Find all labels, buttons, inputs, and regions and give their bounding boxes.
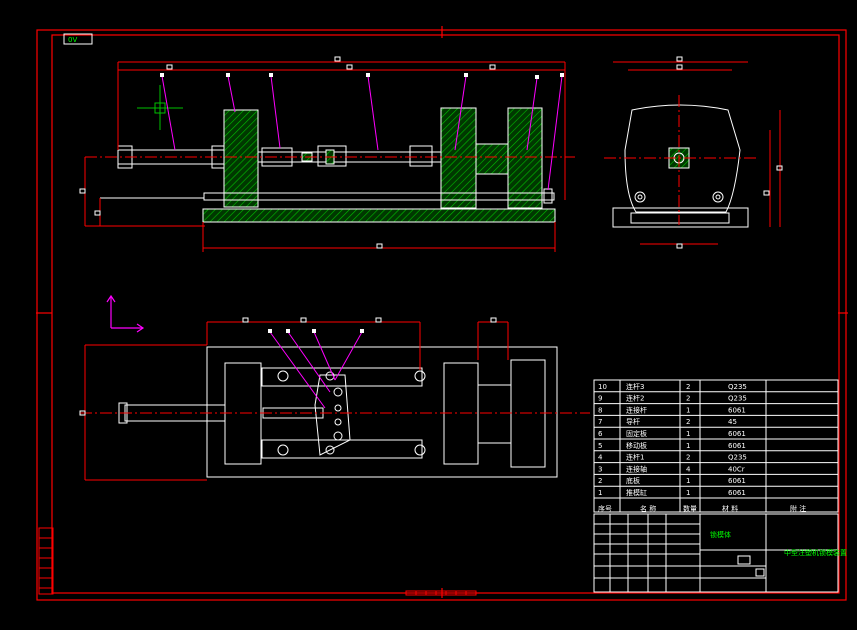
- drawing-title: 中型注塑机锁模装置: [784, 548, 847, 557]
- bottom-scale-bar: [405, 590, 477, 596]
- corner-tag: 0V: [63, 33, 93, 45]
- right-fixed-plate: [507, 107, 543, 209]
- bom-row-name: 连杆3: [626, 382, 644, 391]
- bom-row-material: 45: [728, 418, 737, 426]
- bom-header-note: 附 注: [790, 504, 806, 513]
- part-label: 锁模体: [710, 530, 731, 539]
- dimensions-side: [613, 61, 781, 245]
- bom-row-qty: 2: [686, 383, 690, 391]
- guide-rod: [203, 192, 555, 201]
- base-plate: [202, 208, 556, 223]
- bom-row-name: 连接杆: [626, 405, 647, 414]
- bom-row-qty: 2: [686, 418, 690, 426]
- bom-row-no: 3: [598, 465, 602, 473]
- bom-row-material: 6061: [728, 489, 746, 497]
- bom-row-qty: 1: [686, 406, 690, 414]
- bom-row-qty: 1: [686, 477, 690, 485]
- left-fixed-plate: [223, 109, 259, 208]
- bom-header-name: 名 称: [640, 504, 656, 513]
- top-base-outline: [206, 346, 558, 478]
- bom-row-material: 40Cr: [728, 465, 745, 473]
- bom-row-no: 8: [598, 406, 602, 414]
- bom-row-name: 固定板: [626, 429, 647, 438]
- side-base: [612, 207, 749, 228]
- bom-row-name: 连接轴: [626, 464, 647, 473]
- bom-row-qty: 4: [686, 465, 691, 473]
- bom-header: 序号 名 称 数量 材 料 附 注: [598, 504, 806, 513]
- part-leaders-top: [269, 331, 363, 409]
- left-scale-bar: [38, 527, 54, 595]
- bom-header-qty: 数量: [683, 504, 697, 513]
- ucs-marker: [137, 85, 183, 130]
- bom-row-no: 9: [598, 395, 602, 403]
- bom-row-qty: 2: [686, 395, 690, 403]
- bom-row-qty: 1: [686, 430, 690, 438]
- bom-row-no: 10: [598, 383, 607, 391]
- bom-row-name: 推模缸: [626, 488, 647, 497]
- bom-row-material: 6061: [728, 477, 746, 485]
- bom-header-seq: 序号: [598, 504, 612, 513]
- center-block: [475, 143, 509, 175]
- bom-row-no: 2: [598, 477, 602, 485]
- top-view: [79, 317, 590, 481]
- leader-tips-front: [160, 73, 564, 79]
- title-block-grid: [593, 513, 839, 593]
- bom-row-name: 连杆1: [626, 453, 644, 462]
- bom-row-material: Q235: [728, 395, 747, 403]
- side-plate-outline: [624, 104, 741, 213]
- front-view: [79, 56, 575, 252]
- bom-row-qty: 1: [686, 442, 690, 450]
- bom-row-no: 7: [598, 418, 602, 426]
- bom-header-material: 材 料: [722, 504, 738, 513]
- bom-row-material: Q235: [728, 454, 747, 462]
- part-leaders-front: [161, 75, 563, 191]
- dimensions-top: [84, 321, 509, 481]
- dimension-text-front: [79, 56, 496, 249]
- bom-row-material: 6061: [728, 442, 746, 450]
- bom-row-name: 导杆: [626, 417, 640, 426]
- bom-row-qty: 2: [686, 454, 690, 462]
- bom-row-no: 4: [598, 454, 603, 462]
- bom-row-name: 移动板: [626, 441, 647, 450]
- bom-row-material: 6061: [728, 406, 746, 414]
- toggle-linkage: [314, 374, 351, 456]
- corner-tag-text: 0V: [68, 36, 77, 44]
- bom-row-no: 5: [598, 442, 602, 450]
- bom-table-grid: [593, 379, 839, 513]
- bom-row-no: 1: [598, 489, 602, 497]
- bom-row-name: 连杆2: [626, 394, 644, 403]
- side-view: [604, 56, 783, 249]
- bom-row-name: 底板: [626, 476, 640, 485]
- bom-row-qty: 1: [686, 489, 690, 497]
- bom-row-material: Q235: [728, 383, 747, 391]
- ucs-axis-icon: [106, 294, 145, 333]
- bom-row-no: 6: [598, 430, 603, 438]
- bom-row-material: 6061: [728, 430, 746, 438]
